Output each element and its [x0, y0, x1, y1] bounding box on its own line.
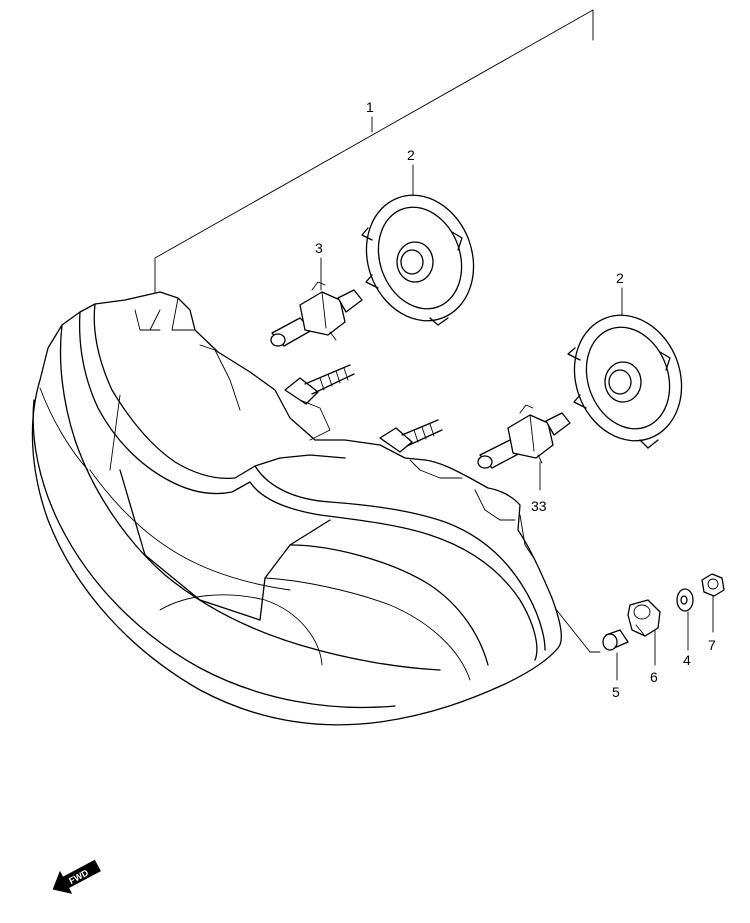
callout-6: 6: [650, 669, 658, 685]
leader-lines: [154, 9, 714, 681]
nut: [701, 573, 725, 597]
callout-1: 1: [366, 99, 374, 115]
headlamp-housing: [31, 291, 562, 726]
callout-2-lower: 2: [616, 270, 624, 286]
callout-7: 7: [708, 637, 716, 653]
fwd-arrow-icon: FWD: [52, 859, 101, 894]
callout-33: 33: [531, 498, 547, 514]
callout-3: 3: [315, 240, 323, 256]
spacer: [602, 629, 629, 651]
washer: [676, 588, 694, 612]
bulb-socket-lower: [567, 314, 683, 449]
mounting-stud-upper: [284, 364, 355, 405]
mounting-stud-lower: [379, 419, 443, 453]
callout-2-upper: 2: [407, 147, 415, 163]
cushion: [627, 599, 661, 637]
bulb-upper: [270, 281, 363, 347]
bulb-socket-upper: [361, 194, 475, 326]
bulb-lower: [477, 404, 571, 469]
callout-5: 5: [612, 684, 620, 700]
callout-4: 4: [683, 652, 691, 668]
